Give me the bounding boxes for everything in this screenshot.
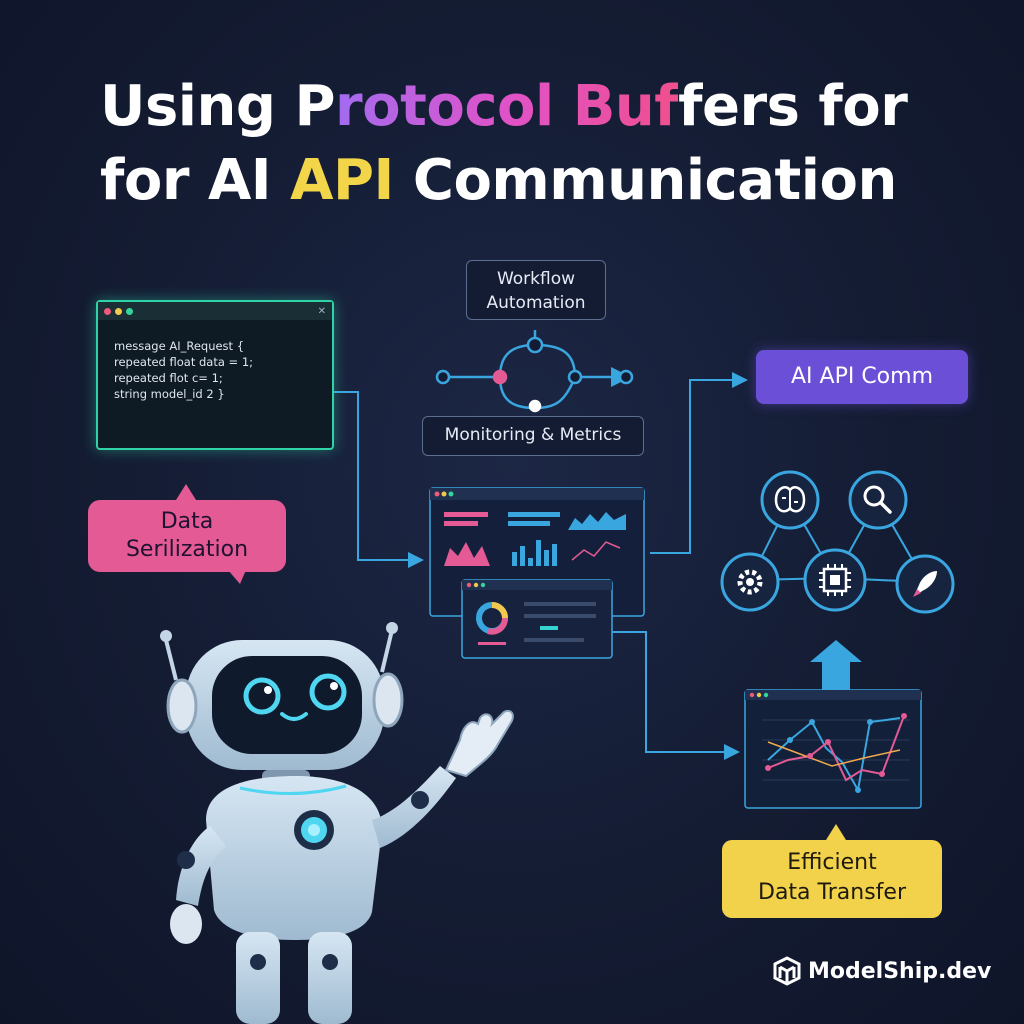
- title-line-1-end: fers for: [678, 74, 908, 139]
- efficient-line-1: Efficient: [787, 850, 877, 875]
- data-serialization-line-2: Serilization: [125, 537, 249, 562]
- magnifier-icon: [848, 470, 908, 530]
- page-title: Using Protocol Buffers for for AI API Co…: [100, 70, 908, 218]
- close-x-icon: ✕: [317, 305, 326, 317]
- brand-footer: ModelShip.dev: [772, 956, 991, 986]
- title-line-1-start: Using P: [100, 74, 336, 139]
- maximize-dot-icon: [126, 307, 133, 315]
- workflow-graph: [435, 330, 634, 413]
- ai-api-comm-badge: AI API Comm: [756, 350, 968, 404]
- title-line-2-end: Communication: [393, 148, 898, 213]
- connector-dashboard-to-chart: [612, 631, 740, 760]
- code-body: message AI_Request { repeated float data…: [98, 320, 332, 402]
- code-line: repeated flot c= 1;: [114, 371, 223, 385]
- workflow-line-2: Automation: [486, 293, 586, 313]
- code-window-titlebar: ✕: [98, 302, 332, 320]
- title-line-2: for AI API Communication: [100, 144, 907, 218]
- title-line-2-start: for AI: [100, 148, 291, 213]
- workflow-automation-label: Workflow Automation: [466, 260, 606, 320]
- rocket-icon: [895, 554, 955, 614]
- code-line: string model_id 2 }: [114, 387, 225, 401]
- metrics-window: [461, 579, 613, 659]
- title-line-1-highlight: rotocol Buf: [335, 74, 679, 139]
- data-serialization-line-1: Data: [160, 509, 214, 534]
- modelship-logo-icon: [773, 956, 801, 986]
- gear-icon: [720, 552, 780, 612]
- monitoring-metrics-label: Monitoring & Metrics: [422, 416, 644, 456]
- workflow-line-1: Workflow: [496, 269, 576, 289]
- chip-icon: [803, 548, 867, 612]
- title-line-2-highlight: API: [290, 148, 394, 213]
- close-dot-icon: [104, 307, 111, 315]
- up-arrow: [810, 640, 862, 690]
- code-line: message AI_Request {: [114, 339, 245, 353]
- line-chart-window: [744, 689, 922, 809]
- brand-name: ModelShip.dev: [808, 958, 992, 984]
- robot-mascot: [160, 622, 514, 1024]
- title-line-1: Using Protocol Buffers for: [100, 70, 908, 144]
- code-line: repeated float data = 1;: [114, 355, 254, 369]
- connector-dashboard-to-ai-comm: [650, 372, 748, 554]
- efficient-data-transfer-bubble: Efficient Data Transfer: [722, 824, 942, 918]
- efficient-line-2: Data Transfer: [758, 880, 906, 905]
- code-window: ✕ message AI_Request { repeated float da…: [96, 300, 334, 450]
- minimize-dot-icon: [115, 307, 122, 315]
- connector-code-to-dashboard: [330, 391, 424, 568]
- data-serialization-bubble: Data Serilization: [88, 484, 286, 584]
- brain-icon: [760, 470, 820, 530]
